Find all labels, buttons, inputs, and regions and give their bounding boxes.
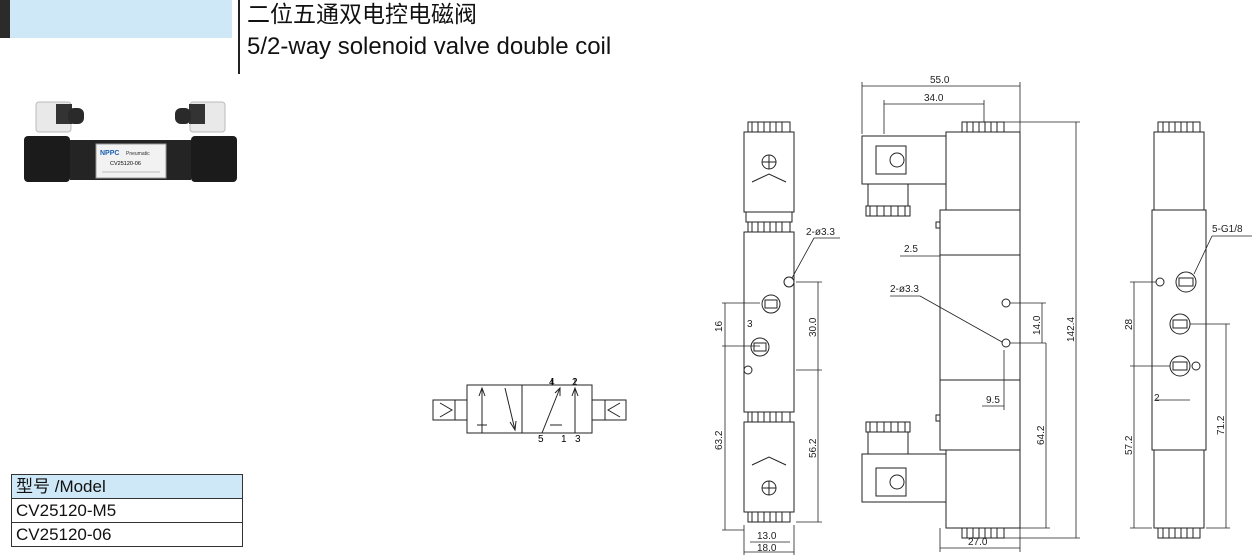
photo-brand-text: Pneumatic (126, 151, 150, 157)
port-1: 1 (561, 434, 567, 445)
model-table-header: 型号 /Model (11, 474, 243, 499)
header-blue-bar (10, 0, 232, 38)
photo-label-model: CV25120-06 (110, 161, 141, 167)
model-table: 型号 /Model CV25120-M5 CV25120-06 (11, 474, 243, 547)
dim-2: 2 (1154, 393, 1160, 404)
technical-drawing: 2-ø3.3 16 3 30.0 63.2 56.2 13.0 18.0 55.… (714, 75, 1252, 555)
right-port-label: 5-G1/8 (1212, 224, 1243, 235)
title-chinese: 二位五通双电控电磁阀 (247, 2, 477, 28)
photo-brand-logo: NPPC (100, 150, 119, 157)
dim-64-2: 64.2 (1036, 425, 1047, 445)
dim-142-4: 142.4 (1066, 317, 1077, 342)
title-english: 5/2-way solenoid valve double coil (247, 33, 612, 60)
header-divider (238, 0, 240, 74)
front-hole-label: 2-ø3.3 (806, 227, 835, 238)
pneumatic-symbol: 4 2 5 1 3 (432, 377, 627, 445)
model-row: CV25120-M5 (11, 498, 243, 523)
dim-30: 30.0 (808, 317, 819, 337)
dim-2-5: 2.5 (904, 244, 918, 255)
dim-18: 18.0 (757, 543, 777, 554)
dim-63-2: 63.2 (714, 430, 725, 450)
dim-27: 27.0 (968, 537, 988, 548)
port-3: 3 (575, 434, 581, 445)
dim-57-2: 57.2 (1124, 435, 1135, 455)
dim-13: 13.0 (757, 531, 777, 542)
model-row: CV25120-06 (11, 522, 243, 547)
dim-28: 28 (1124, 318, 1135, 330)
side-hole-label: 2-ø3.3 (890, 284, 919, 295)
port-4: 4 (549, 377, 555, 388)
product-photo: NPPC Pneumatic CV25120-06 (24, 101, 237, 182)
dim-14: 14.0 (1032, 315, 1043, 335)
dim-55: 55.0 (930, 75, 950, 86)
dim-56-2: 56.2 (808, 438, 819, 458)
header-dark-block (0, 0, 10, 38)
port-5: 5 (538, 434, 544, 445)
dim-34: 34.0 (924, 93, 944, 104)
dim-9-5: 9.5 (986, 395, 1000, 406)
port-2: 2 (572, 377, 578, 388)
dim-3: 3 (747, 319, 753, 330)
dim-16: 16 (714, 320, 725, 332)
dim-71-2: 71.2 (1216, 415, 1227, 435)
